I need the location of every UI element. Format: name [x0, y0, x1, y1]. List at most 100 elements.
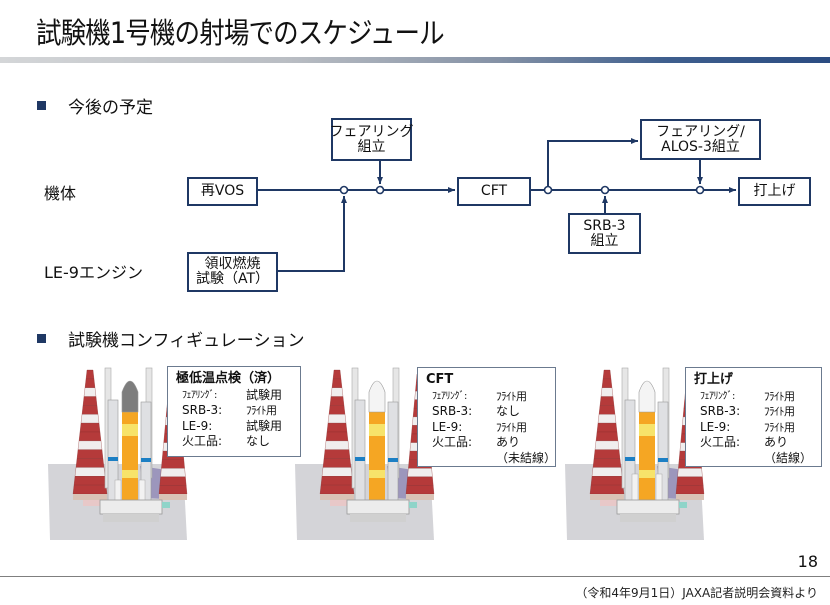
tower-right-segment — [160, 468, 186, 478]
tower-left-segment — [591, 467, 623, 477]
config-row-pyro: 火工品:あり — [432, 435, 521, 449]
tower-right-segment — [676, 476, 704, 486]
tower-left-segment — [83, 387, 97, 397]
node-label: 再VOS — [200, 183, 245, 199]
core-stripe — [639, 470, 655, 478]
tower-left-base — [320, 494, 354, 500]
tower-right-segment — [159, 476, 187, 486]
tower-left-segment — [330, 387, 344, 397]
tower-left-segment — [85, 369, 95, 380]
node-label: フェアリング/ — [656, 123, 745, 140]
blue-band — [658, 458, 668, 462]
tower-left-segment — [72, 484, 108, 495]
side-tower-cylinder — [387, 401, 399, 505]
config-panel-cft: CFT ﾌｪｱﾘﾝｸﾞ:ﾌﾗｲﾄ用 SRB-3:なし LE-9:ﾌﾗｲﾄ用 火工… — [417, 367, 556, 467]
node-launch: 打上げ — [738, 177, 811, 206]
tower-left-segment — [327, 414, 347, 424]
core-stripe — [639, 424, 655, 436]
core-stripe — [122, 470, 138, 478]
core-stripe — [369, 424, 385, 436]
tower-left-base — [73, 494, 107, 500]
tower-right-base — [676, 494, 704, 500]
config-row-le9: LE-9:ﾌﾗｲﾄ用 — [432, 419, 527, 434]
side-tower-cylinder — [354, 399, 366, 505]
tower-right-segment — [405, 485, 435, 495]
tower-left-segment — [595, 431, 619, 442]
row-label-vehicle: 機体 — [44, 184, 77, 203]
core-stripe — [369, 470, 385, 478]
tower-right-segment — [677, 468, 703, 478]
tower-left-segment — [596, 422, 618, 433]
blue-band — [141, 458, 151, 462]
blue-band — [108, 457, 118, 461]
tower-left-segment — [326, 422, 348, 433]
node-label: 領収燃焼 — [204, 256, 261, 272]
junction-node — [695, 185, 705, 195]
config-note: （結線） — [764, 450, 813, 465]
config-note: （未結線） — [496, 450, 557, 465]
node-le9-acceptance-firing-test: 領収燃焼 試験（AT） — [187, 252, 278, 292]
tower-left-segment — [82, 396, 98, 406]
payload-fairing — [638, 380, 656, 413]
mobile-launcher-base — [620, 514, 676, 522]
tower-left-segment — [323, 449, 351, 459]
tower-left-segment — [328, 405, 346, 415]
title-divider-bar — [0, 57, 830, 63]
tower-left-segment — [598, 405, 616, 415]
blue-band — [388, 458, 398, 462]
node-label: 打上げ — [753, 183, 796, 199]
config-row-srb3: SRB-3:ﾌﾗｲﾄ用 — [182, 403, 277, 417]
config-row-le9: LE-9:試験用 — [182, 418, 283, 433]
row-label-le9-engine: LE-9エンジン — [44, 263, 143, 282]
tower-left-segment — [599, 396, 615, 406]
tower-left-segment — [75, 458, 105, 468]
node-label: CFT — [480, 183, 508, 199]
connector-arrow — [277, 196, 347, 272]
tower-right-base — [406, 494, 434, 500]
config-row-pyro: 火工品:なし — [182, 434, 271, 448]
core-stripe — [122, 424, 138, 436]
config-heading: CFT — [426, 372, 454, 387]
tower-right-segment — [158, 485, 188, 495]
tower-left-segment — [319, 484, 355, 495]
node-label: 試験（AT） — [195, 271, 270, 287]
tower-left-segment — [77, 440, 103, 450]
tower-right-segment — [406, 476, 434, 486]
tower-left-segment — [594, 440, 620, 450]
blue-band — [625, 457, 635, 461]
config-row-fairing: ﾌｪｱﾘﾝｸﾞ:ﾌﾗｲﾄ用 — [700, 389, 795, 403]
config-row-le9: LE-9:ﾌﾗｲﾄ用 — [700, 419, 795, 434]
tower-left-segment — [331, 378, 343, 388]
tower-left-segment — [74, 467, 106, 477]
section-title-schedule: 今後の予定 — [68, 98, 153, 118]
tower-left-segment — [592, 458, 622, 468]
footer-divider — [0, 576, 830, 577]
junction-node — [543, 185, 553, 195]
page-number: 18 — [797, 552, 818, 571]
launcher-fitting — [162, 502, 170, 508]
mobile-launcher — [616, 499, 680, 515]
tower-left-segment — [78, 431, 102, 442]
config-panel-launch: 打上げ ﾌｪｱﾘﾝｸﾞ:ﾌﾗｲﾄ用 SRB-3:ﾌﾗｲﾄ用 LE-9:ﾌﾗｲﾄ用… — [685, 367, 822, 467]
config-row-pyro: 火工品:あり — [700, 435, 789, 449]
tower-left-segment — [601, 378, 613, 388]
tower-right-segment — [161, 459, 185, 469]
node-label: 組立 — [357, 138, 386, 155]
node-label: フェアリング — [329, 123, 414, 140]
schedule-flow-connectors — [257, 138, 736, 272]
config-row-fairing: ﾌｪｱﾘﾝｸﾞ:試験用 — [182, 387, 283, 402]
tower-right-segment — [407, 468, 433, 478]
node-fairing-assembly: フェアリング 組立 — [329, 118, 414, 161]
junction-node — [600, 185, 610, 195]
bullet-square-icon — [37, 101, 46, 110]
node-label: ALOS-3組立 — [661, 138, 740, 155]
tower-left-segment — [590, 476, 624, 486]
page-title: 試験機1号機の射場でのスケジュール — [36, 16, 445, 50]
tower-right-base — [159, 494, 187, 500]
tower-left-segment — [322, 458, 352, 468]
connector-arrow — [547, 138, 638, 186]
node-srb3-assembly: SRB-3 組立 — [568, 213, 641, 254]
tower-left-segment — [602, 369, 612, 380]
section-title-configuration: 試験機コンフィギュレーション — [68, 331, 305, 351]
tower-left-segment — [81, 405, 99, 415]
